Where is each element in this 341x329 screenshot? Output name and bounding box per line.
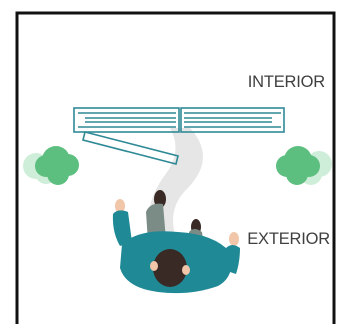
room-frame (15, 11, 336, 324)
interior-label: INTERIOR (247, 73, 325, 91)
shrub-icon (276, 146, 332, 185)
exterior-label: EXTERIOR (247, 230, 330, 248)
person-icon (112, 190, 240, 294)
shrub-icon (23, 146, 79, 185)
sliding-door-icon (73, 107, 285, 165)
